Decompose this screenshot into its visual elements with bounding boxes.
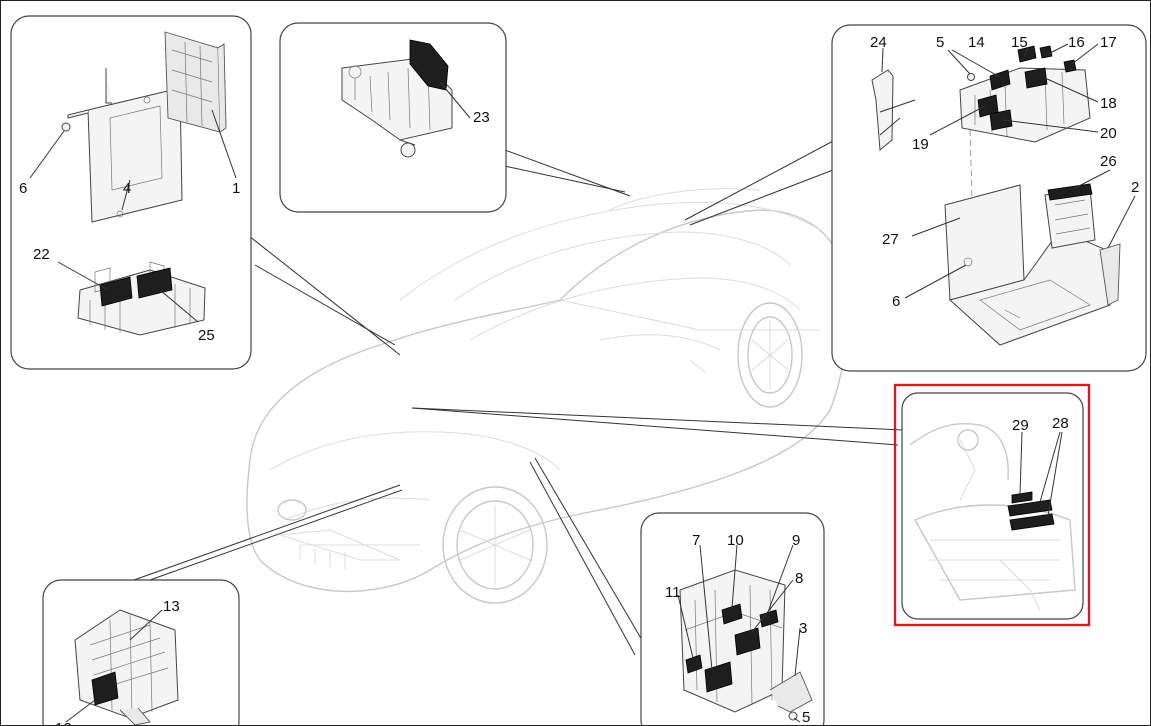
- callout-26: 26: [1100, 153, 1117, 170]
- relay-18: [1024, 67, 1048, 89]
- callout-6-right: 6: [892, 293, 900, 310]
- callout-17: 17: [1100, 34, 1117, 51]
- callout-6: 6: [19, 180, 27, 197]
- callout-16: 16: [1068, 34, 1085, 51]
- control-unit-1: [164, 31, 227, 133]
- highlight-frame: [893, 383, 1091, 627]
- mounting-bracket: [67, 68, 183, 223]
- relay-8: [734, 627, 761, 656]
- callout-29: 29: [1012, 417, 1029, 434]
- callout-13: 13: [163, 598, 180, 615]
- leader-lines: [133, 139, 904, 656]
- callout-12: 12: [55, 720, 72, 726]
- callout-1: 1: [232, 180, 240, 197]
- callout-11: 11: [665, 584, 681, 601]
- relay-22: [99, 276, 133, 307]
- callout-20: 20: [1100, 125, 1117, 142]
- relay-25: [136, 267, 173, 299]
- relay-12: [91, 671, 119, 706]
- inset-bottom-left: 13 12: [42, 579, 240, 726]
- front-fuse-box: [74, 609, 179, 726]
- inset-top-right: 24 5 14 15 16 17 18 19 20 26 2 27 6: [831, 24, 1147, 372]
- relay-9: [759, 609, 779, 628]
- callout-23: 23: [473, 109, 490, 126]
- callout-14: 14: [968, 34, 985, 51]
- module-26: [1044, 183, 1096, 249]
- fuses-28-29: [1007, 491, 1055, 531]
- clip-24: [871, 69, 894, 152]
- relay-10: [721, 603, 743, 625]
- fuse-box-module: [77, 261, 206, 336]
- callout-5-top: 5: [936, 34, 944, 51]
- fuse-box-upper: [959, 45, 1091, 143]
- inset-top-center: 23: [279, 22, 507, 213]
- callout-9: 9: [792, 532, 800, 549]
- callout-4: 4: [123, 180, 131, 197]
- fuse-29: [1011, 491, 1033, 504]
- fuse-28a: [1007, 499, 1053, 517]
- inset-right-highlighted: 29 28: [893, 383, 1091, 627]
- fuse-23: [409, 39, 449, 91]
- callout-25: 25: [198, 327, 215, 344]
- callout-22: 22: [33, 246, 50, 263]
- car-outline: [246, 188, 848, 604]
- mounting-tray: [944, 184, 1121, 346]
- callout-19: 19: [912, 136, 929, 153]
- callout-15: 15: [1011, 34, 1028, 51]
- callout-27: 27: [882, 231, 899, 248]
- fuse-carrier: [341, 39, 453, 158]
- callout-5-bottom: 5: [802, 709, 810, 726]
- inset-bottom-center: 7 10 9 8 11 3 5: [640, 512, 825, 726]
- callout-10: 10: [727, 532, 744, 549]
- relay-16: [1039, 45, 1053, 59]
- relay-15: [1017, 45, 1037, 63]
- callout-3: 3: [799, 620, 807, 637]
- callout-8: 8: [795, 570, 803, 587]
- callout-18: 18: [1100, 95, 1117, 112]
- relay-11: [685, 654, 703, 674]
- relay-14: [989, 69, 1011, 91]
- relay-20: [989, 109, 1013, 131]
- callout-7: 7: [692, 532, 700, 549]
- nut-6: [61, 122, 71, 132]
- callout-2: 2: [1131, 179, 1139, 196]
- callout-28: 28: [1052, 415, 1069, 432]
- fuse-28b: [1009, 513, 1055, 531]
- inset-top-left: 6 4 1 22 25: [10, 15, 252, 370]
- callout-24: 24: [870, 34, 887, 51]
- relay-26: [1047, 183, 1093, 201]
